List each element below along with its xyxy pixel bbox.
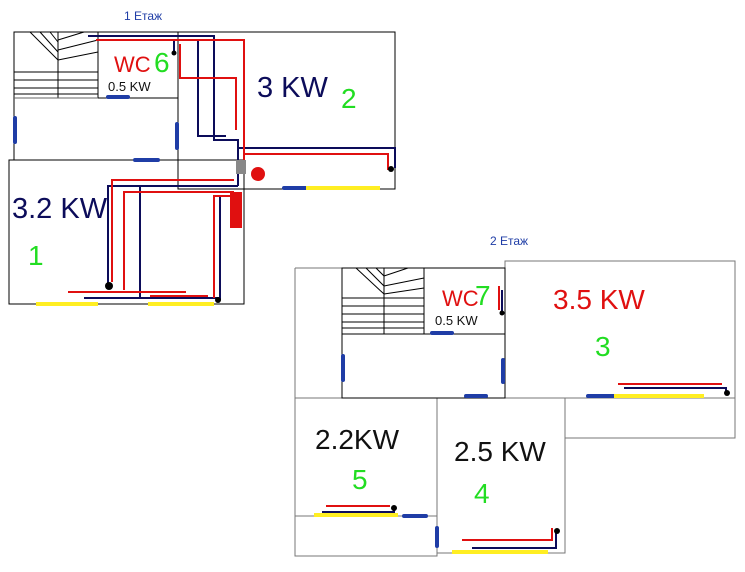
wc-power-floor-1: 0.5 KW — [108, 79, 151, 94]
valve-icon — [388, 166, 394, 172]
room-number-2: 2 — [341, 83, 357, 114]
floor-2-stair-outline — [294, 267, 343, 399]
room-2-wall — [177, 31, 396, 190]
floor-1-valves — [105, 50, 394, 303]
room-3-power: 3.5 KW — [553, 284, 645, 315]
room-number-4: 4 — [474, 478, 490, 509]
floor-1-walls — [8, 31, 396, 305]
room-number-6: 6 — [154, 47, 170, 78]
room-1-power: 3.2 KW — [12, 193, 108, 225]
boiler-icon — [230, 192, 242, 228]
wc-label-floor-1: WC — [114, 52, 151, 77]
floor-2-title: 2 Етаж — [490, 234, 529, 248]
room-number-3: 3 — [595, 331, 611, 362]
floor-1-return-pipes — [84, 35, 396, 300]
manifold-icon — [236, 160, 246, 174]
floor-1-title: 1 Етаж — [124, 9, 163, 23]
floor-1-plan — [8, 31, 396, 306]
pump-icon — [251, 167, 265, 181]
floor-1-radiators — [36, 186, 380, 306]
valve-icon — [554, 528, 560, 534]
floor-2-valves — [391, 310, 730, 534]
valve-icon — [499, 310, 505, 316]
floor-2-plan — [294, 260, 736, 557]
room-3-wall — [504, 260, 736, 399]
floor-1-supply-pipes — [68, 39, 389, 298]
valve-icon — [171, 50, 177, 56]
room-5-power: 2.2KW — [315, 424, 400, 455]
floor-2-staircase — [342, 267, 425, 334]
floor-2-stair-block — [341, 267, 506, 399]
valve-icon — [215, 297, 221, 303]
floor-1-boiler — [230, 160, 265, 228]
room-4-power: 2.5 KW — [454, 436, 546, 467]
room-number-7: 7 — [475, 280, 491, 311]
floor-2-return-pipes — [322, 290, 727, 549]
room-4-wall — [436, 397, 566, 554]
wc-power-floor-2: 0.5 KW — [435, 313, 478, 328]
floor-1-staircase — [14, 31, 178, 99]
floor-2-radiators — [314, 394, 704, 554]
valve-icon — [724, 390, 730, 396]
room-3-annex-wall — [564, 397, 736, 439]
room-number-5: 5 — [352, 464, 368, 495]
valve-icon — [105, 282, 113, 290]
valve-icon — [391, 505, 397, 511]
wc-label-floor-2: WC — [442, 286, 479, 311]
floor-2-supply-pipes — [326, 286, 722, 541]
floor-1-windows — [13, 95, 308, 190]
room-number-1: 1 — [28, 240, 44, 271]
room-2-power: 3 KW — [257, 72, 328, 104]
floor-2-windows — [341, 331, 616, 548]
room-1-wall — [8, 159, 245, 305]
